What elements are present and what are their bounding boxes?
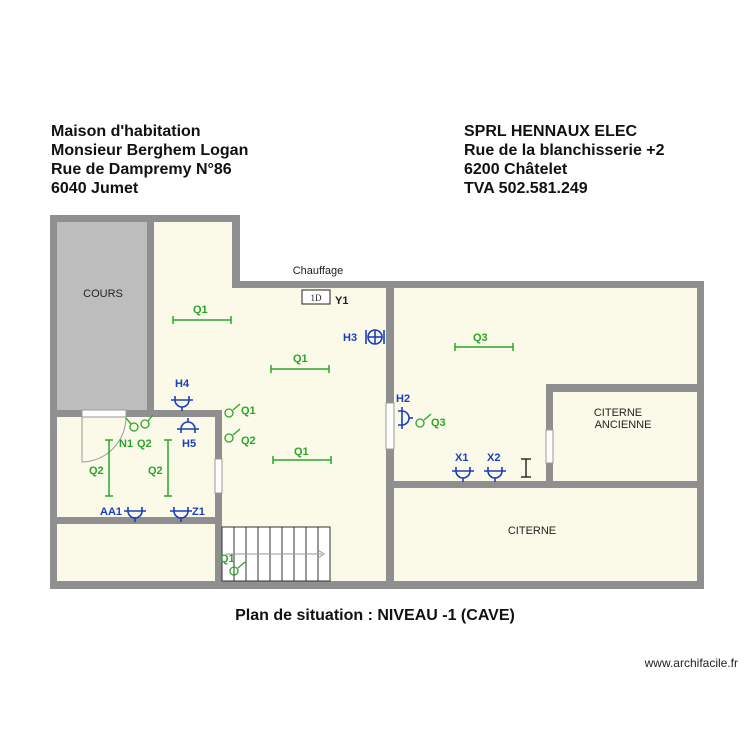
socket-icon <box>484 467 506 482</box>
light-line-q2 <box>164 439 172 497</box>
room-floors <box>57 222 697 581</box>
cable-marker-icon <box>521 458 531 478</box>
socket-icon <box>170 507 192 522</box>
switch-icon <box>125 417 139 432</box>
socket-icon <box>452 467 474 482</box>
company-line: TVA 502.581.249 <box>464 180 588 197</box>
circuit-label: Q1 <box>193 304 208 316</box>
room-cours <box>57 222 147 410</box>
client-line: Monsieur Berghem Logan <box>51 142 249 159</box>
switch-icon <box>140 414 154 429</box>
device-label: H4 <box>175 378 190 390</box>
company-line: 6200 Châtelet <box>464 161 568 178</box>
room-citerne <box>394 488 697 581</box>
device-label: H5 <box>182 438 196 450</box>
device-label: X1 <box>455 452 468 464</box>
room-citerne-ancienne <box>553 392 697 481</box>
client-line: 6040 Jumet <box>51 180 139 197</box>
boiler-box: 1D Y1 <box>301 289 348 307</box>
light-line-q1 <box>172 316 232 324</box>
light-line-q1 <box>270 365 330 373</box>
company-line: Rue de la blanchisserie +2 <box>464 142 665 159</box>
socket-icon <box>171 396 193 411</box>
company-address-block: SPRL HENNAUX ELEC Rue de la blanchisseri… <box>464 122 665 198</box>
circuit-label: Q1 <box>241 405 256 417</box>
circuit-label: Q3 <box>431 417 446 429</box>
boiler-box-label: 1D <box>311 293 323 303</box>
door <box>545 429 554 464</box>
circuit-labels: Q1 Q1 Q1 Q3 Q1 Q2 Q1 Q3 N1 Q2 Q2 Q2 <box>89 304 488 565</box>
room-small <box>57 417 215 517</box>
light-line-q2 <box>105 439 113 497</box>
door <box>81 409 127 418</box>
circuit-label: N1 <box>119 438 133 450</box>
plan-caption: Plan de situation : NIVEAU -1 (CAVE) <box>235 607 515 624</box>
client-line: Maison d'habitation <box>51 123 201 140</box>
staircase <box>221 526 331 582</box>
socket-icon <box>177 418 199 433</box>
switch-icon <box>415 413 432 428</box>
switch-icon <box>224 403 241 418</box>
room-label-chauffage: Chauffage <box>293 265 344 277</box>
door-swing <box>81 416 127 463</box>
device-label: Z1 <box>192 506 205 518</box>
device-labels: H4 H5 AA1 Z1 X1 X2 H2 H3 <box>100 332 500 518</box>
client-address-block: Maison d'habitation Monsieur Berghem Log… <box>51 122 248 198</box>
socket-icon <box>398 407 413 429</box>
company-line: SPRL HENNAUX ELEC <box>464 123 638 140</box>
switches <box>125 403 432 576</box>
door <box>385 402 395 450</box>
device-label: X2 <box>487 452 500 464</box>
socket-icon <box>365 329 385 345</box>
client-line: Rue de Dampremy N°86 <box>51 161 232 178</box>
door <box>214 458 223 494</box>
circuit-label: Q2 <box>241 435 256 447</box>
device-label: AA1 <box>100 506 122 518</box>
room-label-citerne: CITERNE <box>508 525 556 537</box>
boiler-label-y1: Y1 <box>335 295 348 307</box>
device-label: H2 <box>396 393 410 405</box>
circuit-label: Q1 <box>220 553 235 565</box>
room-label-cours: COURS <box>83 288 123 300</box>
circuit-label: Q2 <box>137 438 152 450</box>
light-line-q3 <box>454 343 514 351</box>
light-circuits <box>105 316 514 497</box>
switch-icon <box>224 428 241 443</box>
switch-icon <box>229 561 246 576</box>
room-label-citerne-ancienne: ANCIENNE <box>595 419 652 431</box>
circuit-label: Q1 <box>294 446 309 458</box>
circuit-label: Q1 <box>293 353 308 365</box>
website-watermark: www.archifacile.fr <box>644 656 738 670</box>
device-label: H3 <box>343 332 357 344</box>
circuit-label: Q2 <box>89 465 104 477</box>
light-line-q1 <box>272 456 332 464</box>
circuit-label: Q3 <box>473 332 488 344</box>
sockets <box>124 329 506 522</box>
socket-icon <box>124 507 146 522</box>
circuit-label: Q2 <box>148 465 163 477</box>
room-bottom-left <box>57 524 215 581</box>
room-label-citerne-ancienne: CITERNE <box>594 407 642 419</box>
door-openings <box>81 402 554 494</box>
room-labels: COURS Chauffage CITERNE ANCIENNE CITERNE <box>83 265 651 537</box>
